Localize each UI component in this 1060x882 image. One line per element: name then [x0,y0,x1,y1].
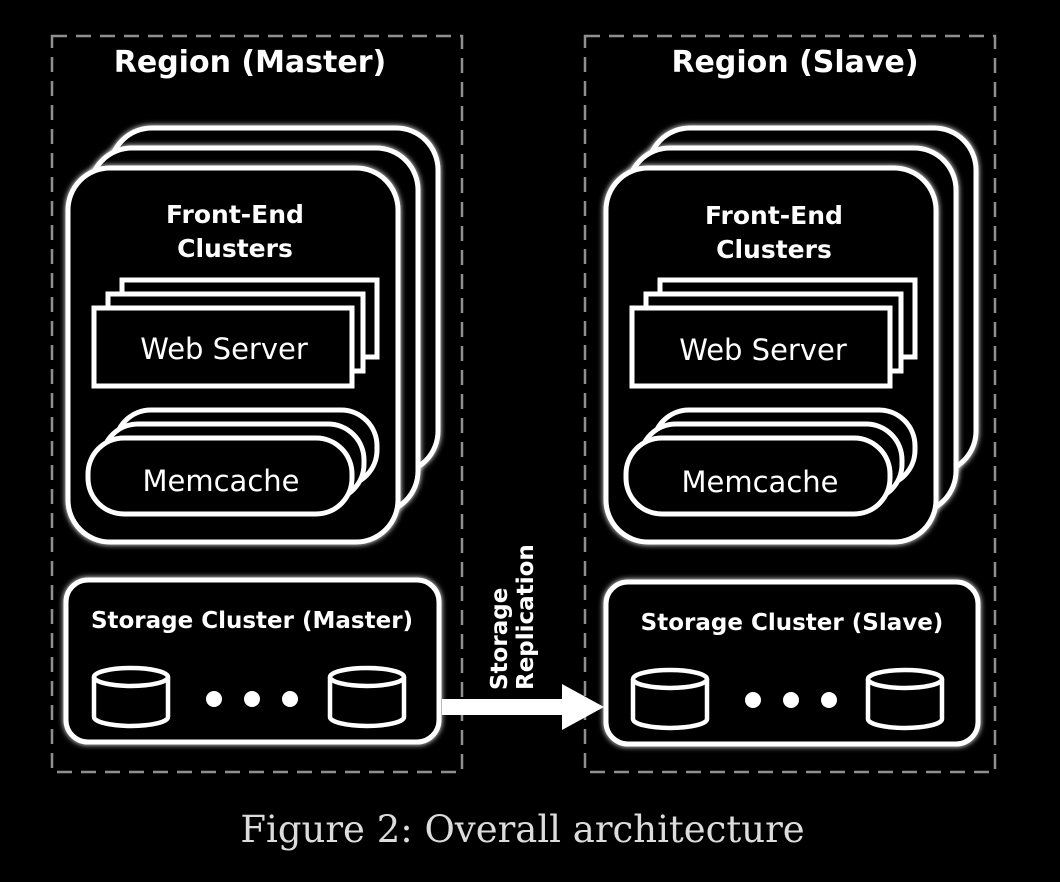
ellipsis-dot-icon [821,692,837,708]
ellipsis-dot-icon [206,691,222,707]
replication-label-line1: Storage [487,588,513,690]
web-server-label: Web Server [140,332,308,366]
region-slave-border [583,34,997,774]
region-master-title: Region (Master) [114,45,386,80]
web-server-master [91,305,355,389]
region-master: Region (Master) Front-End Clusters Web S… [50,34,464,774]
web-server-stack-slave: Web Server [629,277,918,389]
web-server-label: Web Server [679,333,847,367]
memcache-label: Memcache [143,464,300,498]
database-icon [630,667,710,731]
database-icon [865,667,945,731]
ellipsis-dot-icon [783,692,799,708]
memcache-stack-slave: Memcache [623,407,918,517]
storage-replication-arrow: Storage Replication [442,544,604,730]
memcache-stack-master: Memcache [85,407,380,517]
frontend-label-line2: Clusters [716,235,832,264]
region-slave-title: Region (Slave) [671,45,918,80]
ellipsis-dot-icon [282,691,298,707]
database-icon [91,665,171,729]
frontend-clusters-slave: Front-End Clusters Web Server Memcache [603,125,979,545]
frontend-clusters-master: Front-End Clusters Web Server Memcache [65,125,441,545]
replication-label-line2: Replication [513,544,539,690]
region-master-border [50,34,464,774]
frontend-label-line1: Front-End [705,201,843,230]
storage-cluster-slave-label: Storage Cluster (Slave) [641,610,944,636]
web-server-slave [629,305,893,389]
memcache-master [85,435,355,517]
memcache-slave [623,435,893,517]
frontend-label-line2: Clusters [177,234,293,263]
figure-caption: Figure 2: Overall architecture [240,808,805,851]
frontend-label-line1: Front-End [166,200,304,229]
memcache-label: Memcache [682,465,839,499]
storage-cluster-slave: Storage Cluster (Slave) [603,579,981,747]
storage-cluster-master: Storage Cluster (Master) [63,577,442,745]
arrow-shaft [442,699,568,715]
region-slave: Region (Slave) Front-End Clusters Web Se… [583,34,997,774]
database-icon [327,665,407,729]
storage-cluster-master-label: Storage Cluster (Master) [91,608,413,634]
ellipsis-dot-icon [745,692,761,708]
ellipsis-dot-icon [244,691,260,707]
arrow-right-icon [562,684,604,730]
web-server-stack-master: Web Server [91,277,380,389]
